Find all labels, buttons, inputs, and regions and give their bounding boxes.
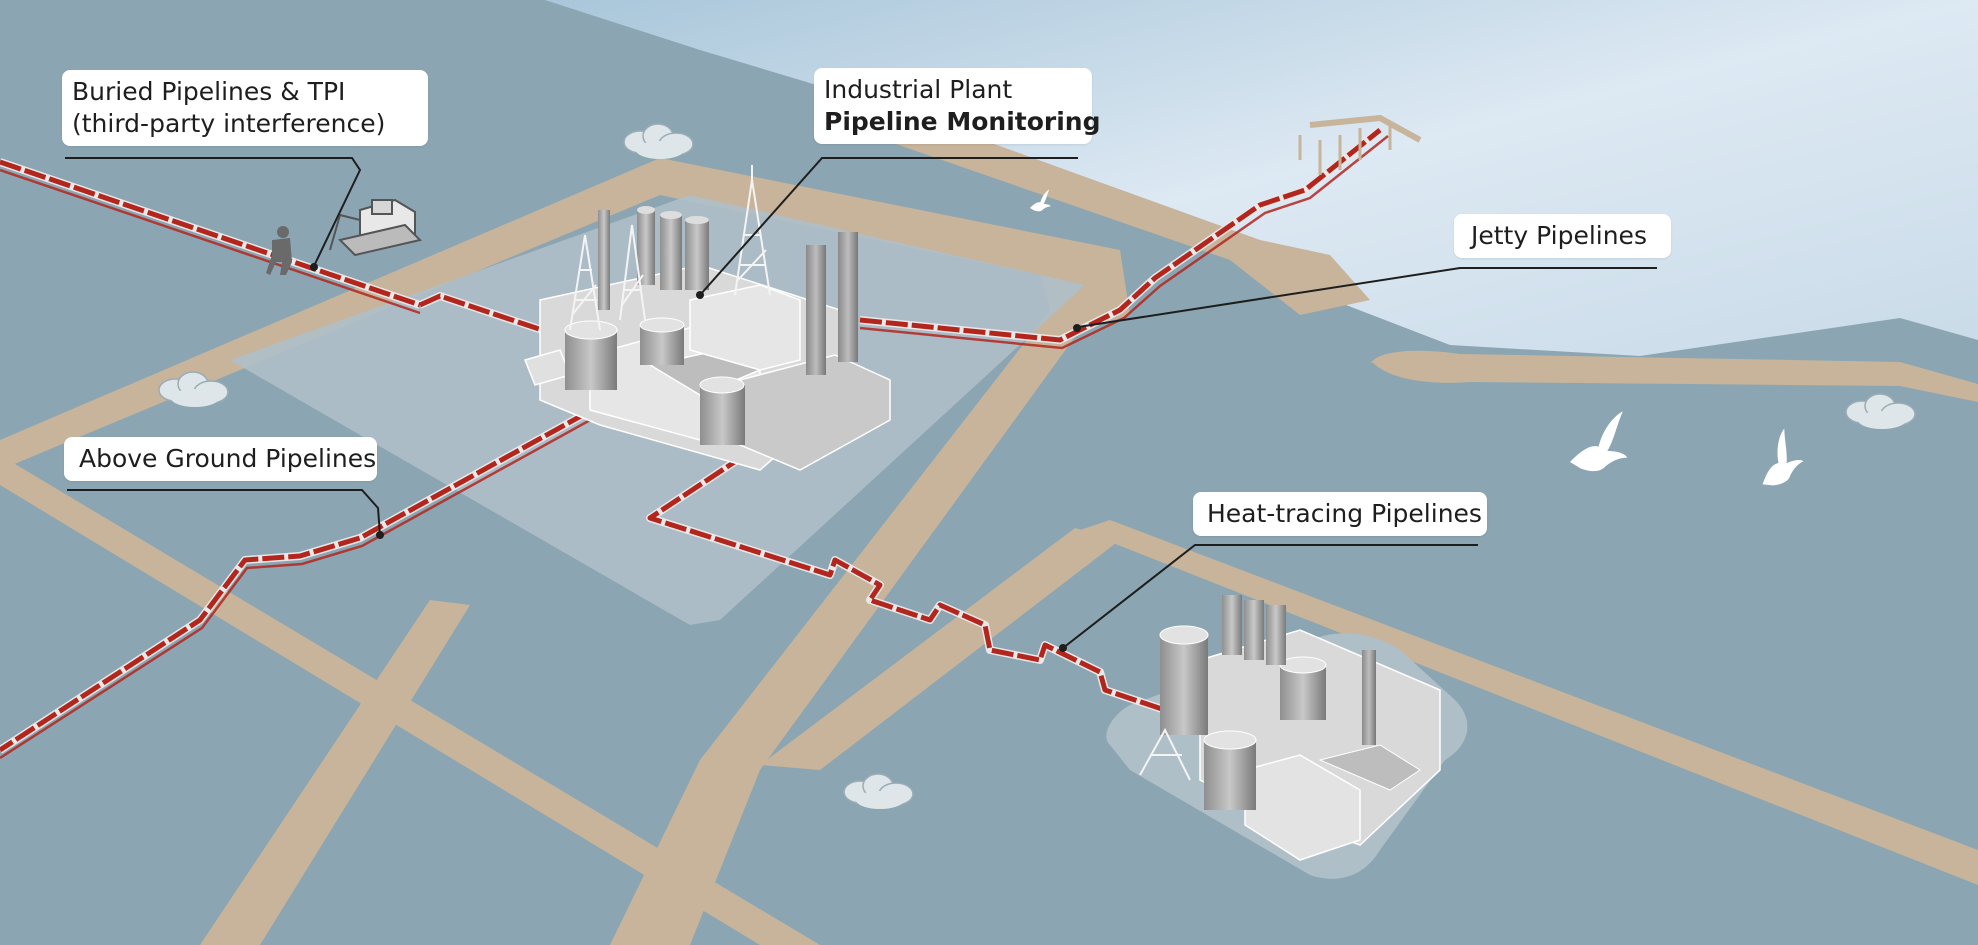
label-plant-line2: Pipeline Monitoring (824, 107, 1101, 136)
drilling-rig-icon (569, 165, 771, 331)
jetty (1298, 114, 1422, 175)
main-industrial-plant (523, 165, 891, 471)
label-buried-line1: Buried Pipelines & TPI (72, 77, 346, 106)
label-plant-line1: Industrial Plant (824, 75, 1013, 104)
chimney-icon (838, 232, 858, 362)
leader-lines (65, 157, 1657, 649)
label-buried-line2: (third-party interference) (72, 109, 386, 138)
pipelines (0, 126, 1389, 760)
chimney-icon (1362, 650, 1376, 745)
label-buried-pipelines: Buried Pipelines & TPI (third-party inte… (62, 70, 428, 146)
label-above-line1: Above Ground Pipelines (79, 444, 377, 473)
label-jetty-line1: Jetty Pipelines (1471, 221, 1647, 250)
label-jetty-pipelines: Jetty Pipelines (1454, 214, 1671, 258)
excavator-icon (329, 198, 422, 257)
anchor-dots (310, 263, 1081, 652)
label-heat-tracing-pipelines: Heat-tracing Pipelines (1193, 492, 1487, 536)
chimney-icon (806, 245, 826, 375)
label-heat-line1: Heat-tracing Pipelines (1207, 499, 1482, 528)
secondary-industrial-plant (1139, 595, 1441, 861)
label-above-ground-pipelines: Above Ground Pipelines (64, 437, 377, 481)
sand-paths (0, 110, 1978, 945)
label-industrial-plant: Industrial Plant Pipeline Monitoring (814, 68, 1101, 144)
worker-icon (266, 226, 292, 275)
